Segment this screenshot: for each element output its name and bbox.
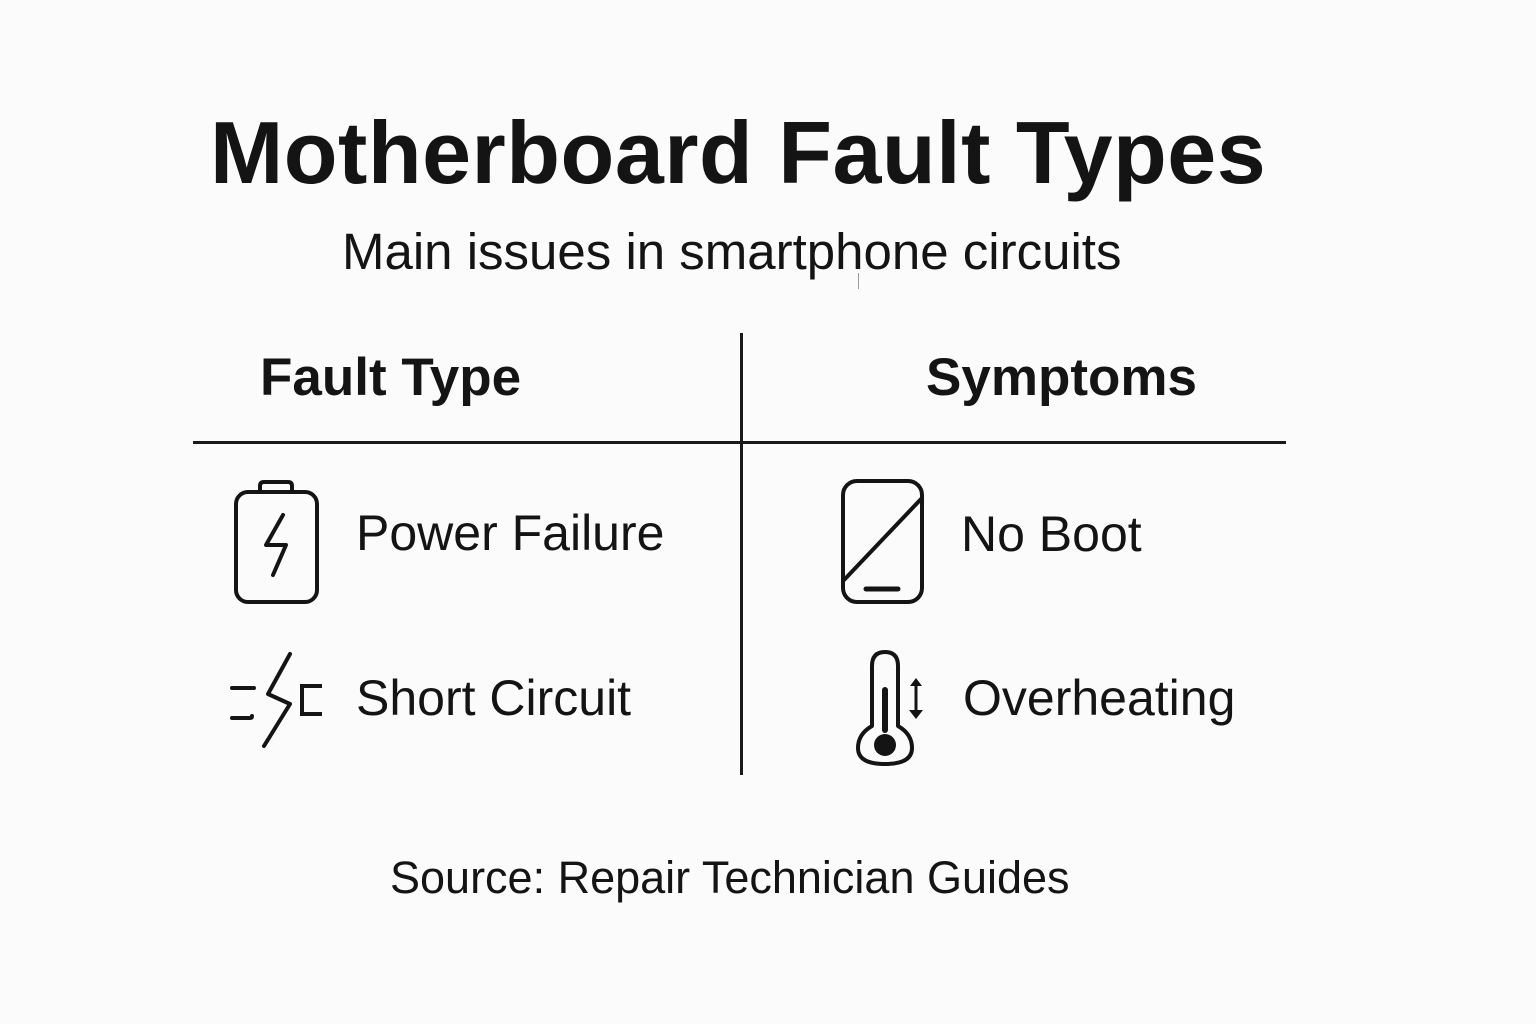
battery-lightning-icon — [234, 480, 319, 604]
source-caption: Source: Repair Technician Guides — [390, 852, 1070, 903]
short-circuit-icon — [230, 652, 322, 748]
fault-label: Short Circuit — [356, 670, 632, 726]
symptom-label: Overheating — [963, 670, 1236, 726]
column-header-symptoms: Symptoms — [926, 348, 1197, 407]
symptom-label: No Boot — [961, 506, 1142, 562]
column-divider — [740, 333, 743, 775]
fault-label: Power Failure — [356, 505, 665, 561]
column-header-fault-type: Fault Type — [260, 348, 522, 407]
page-subtitle: Main issues in smartphone circuits — [342, 223, 1122, 280]
thermometer-icon — [856, 650, 923, 766]
phone-off-icon — [841, 479, 924, 604]
header-divider — [193, 441, 1286, 444]
text-cursor-artifact — [858, 273, 859, 289]
page-title: Motherboard Fault Types — [210, 103, 1267, 202]
